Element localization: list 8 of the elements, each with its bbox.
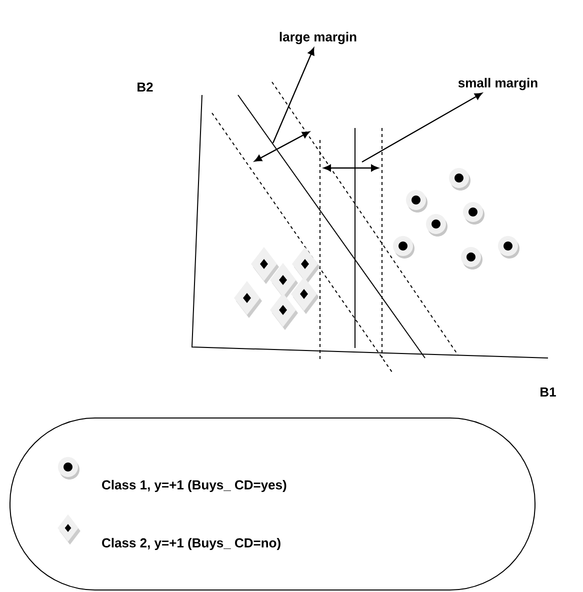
leader-arrow bbox=[362, 92, 482, 163]
margin-label: large margin bbox=[280, 32, 356, 44]
margin-label: small margin bbox=[458, 78, 538, 90]
legend-text: Class 1, y=+1 (Buys_ CD=yes) bbox=[102, 480, 286, 492]
leader-arrow bbox=[272, 48, 314, 144]
axis-label: B1 bbox=[540, 388, 556, 396]
legend-text: Class 2, y=+1 (Buys_ CD=no) bbox=[102, 538, 280, 550]
axis-label: B2 bbox=[138, 82, 153, 92]
